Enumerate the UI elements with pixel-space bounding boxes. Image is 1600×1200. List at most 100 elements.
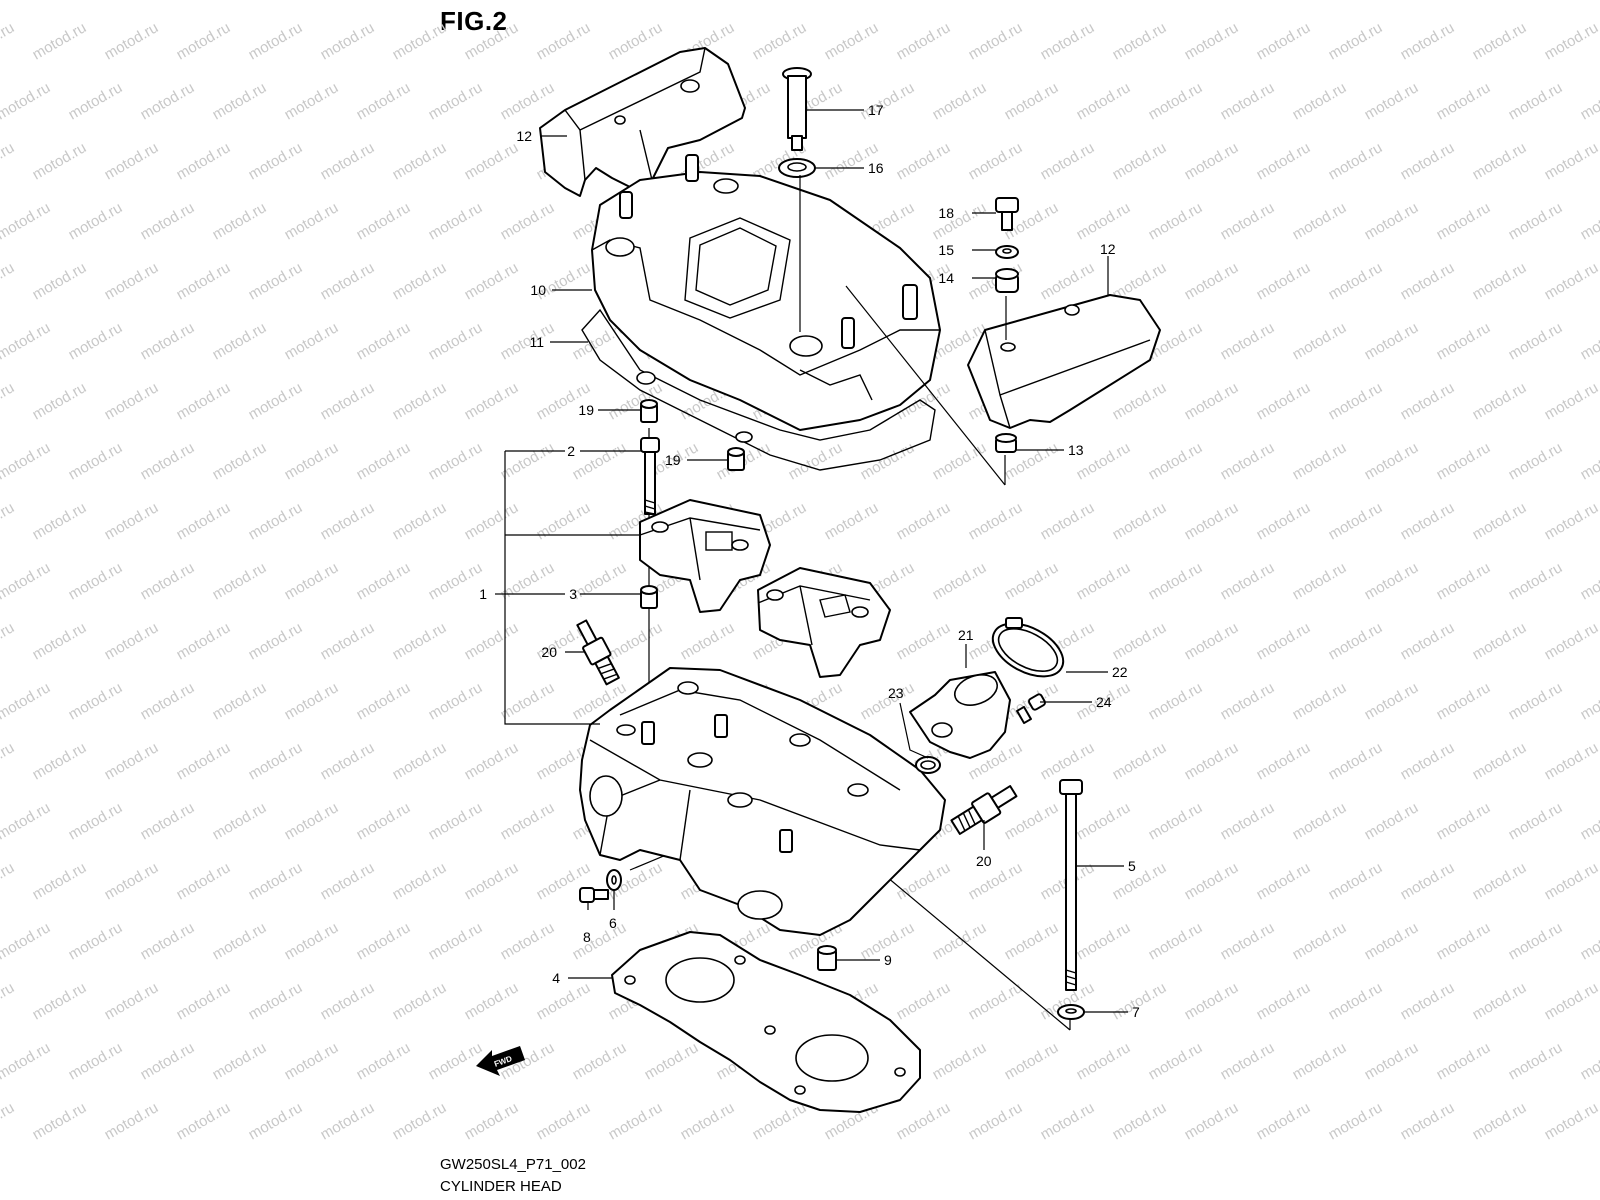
watermark-text: motod.ru	[0, 19, 17, 63]
part-6-washer	[606, 869, 622, 891]
watermark-text: motod.ru	[0, 739, 17, 783]
watermark-text: motod.ru	[1398, 1099, 1458, 1143]
watermark-text: motod.ru	[426, 319, 486, 363]
watermark-text: motod.ru	[1218, 559, 1278, 603]
watermark-text: motod.ru	[1146, 559, 1206, 603]
callout-15: 15	[938, 242, 954, 258]
watermark-text: motod.ru	[462, 139, 522, 183]
callout-2: 2	[567, 443, 575, 459]
watermark-text: motod.ru	[1326, 859, 1386, 903]
watermark-text: motod.ru	[102, 259, 162, 303]
watermark-text: motod.ru	[1578, 0, 1600, 3]
watermark-text: motod.ru	[1002, 799, 1062, 843]
watermark-text: motod.ru	[30, 979, 90, 1023]
watermark-text: motod.ru	[354, 439, 414, 483]
watermark-text: motod.ru	[1146, 799, 1206, 843]
watermark-text: motod.ru	[210, 79, 270, 123]
watermark-text: motod.ru	[390, 859, 450, 903]
watermark-text: motod.ru	[642, 1039, 702, 1083]
leader-lines	[495, 109, 1128, 1013]
watermark-text: motod.ru	[426, 79, 486, 123]
watermark-text: motod.ru	[1002, 559, 1062, 603]
watermark-text: motod.ru	[498, 79, 558, 123]
watermark-text: motod.ru	[786, 439, 846, 483]
watermark-text: motod.ru	[678, 619, 738, 663]
callout-4: 4	[552, 970, 560, 986]
watermark-text: motod.ru	[1470, 139, 1530, 183]
watermark-text: motod.ru	[1434, 1039, 1494, 1083]
watermark-text: motod.ru	[642, 0, 702, 3]
watermark-text: motod.ru	[246, 739, 306, 783]
watermark-text: motod.ru	[534, 1099, 594, 1143]
callout-20-left: 20	[541, 644, 557, 660]
watermark-text: motod.ru	[0, 199, 53, 243]
watermark-text: motod.ru	[498, 919, 558, 963]
callout-16: 16	[868, 160, 884, 176]
watermark-text: motod.ru	[390, 499, 450, 543]
watermark-text: motod.ru	[1038, 139, 1098, 183]
watermark-text: motod.ru	[66, 1039, 126, 1083]
camshaft-holder-right	[757, 567, 891, 678]
watermark-text: motod.ru	[426, 919, 486, 963]
watermark-text: motod.ru	[102, 139, 162, 183]
watermark-text: motod.ru	[1362, 919, 1422, 963]
watermark-text: motod.ru	[390, 379, 450, 423]
watermark-text: motod.ru	[174, 259, 234, 303]
watermark-text: motod.ru	[354, 679, 414, 723]
watermark-text: motod.ru	[30, 19, 90, 63]
watermark-text: motod.ru	[1254, 859, 1314, 903]
watermark-text: motod.ru	[1254, 979, 1314, 1023]
watermark-text: motod.ru	[498, 319, 558, 363]
watermark-text: motod.ru	[534, 979, 594, 1023]
watermark-text: motod.ru	[318, 139, 378, 183]
watermark-text: motod.ru	[354, 799, 414, 843]
watermark-text: motod.ru	[462, 259, 522, 303]
watermark-text: motod.ru	[1362, 559, 1422, 603]
callout-21: 21	[958, 627, 974, 643]
watermark-text: motod.ru	[1254, 379, 1314, 423]
watermark-text: motod.ru	[462, 379, 522, 423]
watermark-text: motod.ru	[390, 1099, 450, 1143]
watermark-text: motod.ru	[1362, 679, 1422, 723]
watermark-text: motod.ru	[1002, 919, 1062, 963]
part-24-screw	[1016, 693, 1046, 725]
watermark-text: motod.ru	[1146, 79, 1206, 123]
watermark-text: motod.ru	[1110, 139, 1170, 183]
watermark-text: motod.ru	[354, 0, 414, 3]
watermark-text: motod.ru	[1038, 19, 1098, 63]
callout-23: 23	[888, 685, 904, 701]
watermark-text: motod.ru	[1470, 19, 1530, 63]
watermark-text: motod.ru	[1182, 259, 1242, 303]
watermark-text: motod.ru	[1542, 379, 1600, 423]
watermark-text: motod.ru	[1290, 79, 1350, 123]
watermark-text: motod.ru	[1578, 559, 1600, 603]
watermark-text: motod.ru	[786, 0, 846, 3]
watermark-text: motod.ru	[750, 1099, 810, 1143]
part-12-left-cover	[539, 47, 746, 197]
watermark-text: motod.ru	[1434, 439, 1494, 483]
watermark-text: motod.ru	[246, 259, 306, 303]
watermark-text: motod.ru	[102, 19, 162, 63]
watermark-text: motod.ru	[246, 379, 306, 423]
watermark-text: motod.ru	[282, 559, 342, 603]
watermark-text: motod.ru	[1542, 739, 1600, 783]
part-5-long-bolt	[1059, 779, 1083, 991]
callout-9: 9	[884, 952, 892, 968]
watermark-text: motod.ru	[1290, 559, 1350, 603]
part-15-washer	[995, 245, 1019, 259]
watermark-text: motod.ru	[1074, 559, 1134, 603]
watermark-text: motod.ru	[1038, 499, 1098, 543]
watermark-text: motod.ru	[1002, 0, 1062, 3]
watermark-text: motod.ru	[0, 919, 53, 963]
watermark-text: motod.ru	[1470, 379, 1530, 423]
watermark-text: motod.ru	[1398, 739, 1458, 783]
watermark-text: motod.ru	[30, 379, 90, 423]
watermark-text: motod.ru	[1254, 499, 1314, 543]
watermark-text: motod.ru	[1434, 679, 1494, 723]
watermark-text: motod.ru	[102, 499, 162, 543]
watermark-text: motod.ru	[282, 319, 342, 363]
callout-19-upper: 19	[578, 402, 594, 418]
watermark-text: motod.ru	[1146, 439, 1206, 483]
watermark-text: motod.ru	[1362, 319, 1422, 363]
callout-18: 18	[938, 205, 954, 221]
